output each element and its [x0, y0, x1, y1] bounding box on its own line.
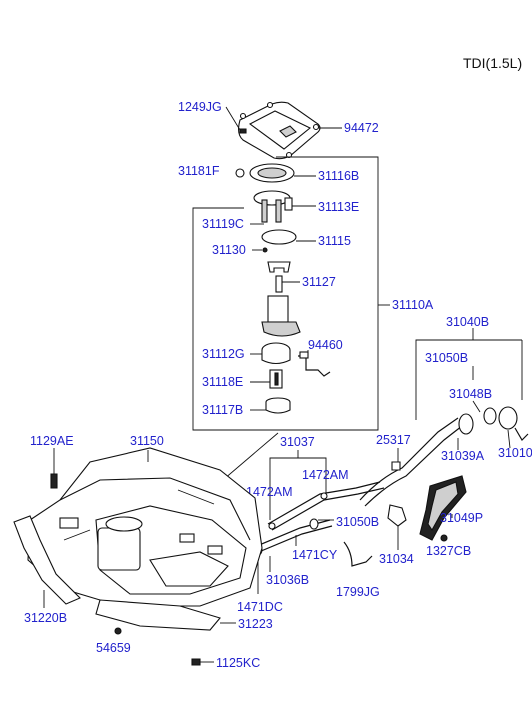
pump-flange-31113e [253, 190, 316, 223]
cover-bolt-3 [312, 123, 320, 131]
label-1472am-left: 1472AM [246, 485, 293, 499]
label-31040b: 31040B [446, 315, 489, 329]
bolt-1327cb [440, 534, 448, 542]
label-31119c: 31119C [202, 217, 244, 231]
label-1799jg: 1799JG [336, 585, 380, 599]
label-31039a: 31039A [441, 449, 485, 463]
label-25317: 25317 [376, 433, 411, 447]
label-1472am-right: 1472AM [302, 468, 349, 482]
bolt-1129ae [50, 473, 58, 489]
leader-31048b [472, 400, 481, 413]
reservoir-31112g [261, 342, 291, 365]
label-31010: 31010 [498, 446, 532, 460]
label-1249jg: 1249JG [178, 100, 222, 114]
engine-variant-label: TDI(1.5L) [463, 55, 522, 71]
wire-1799jg [343, 541, 373, 567]
label-31150: 31150 [130, 434, 164, 448]
cover-bolt-4 [285, 151, 293, 159]
label-31050b-mid: 31050B [336, 515, 379, 529]
label-94472: 94472 [344, 121, 379, 135]
module-bracket-box [192, 156, 379, 431]
label-31110a: 31110A [392, 298, 434, 312]
clip-31130 [262, 247, 268, 253]
oring-31115 [261, 229, 297, 245]
strainer-core [274, 372, 279, 386]
label-31117b: 31117B [202, 403, 243, 417]
clip-25317 [391, 461, 401, 471]
fuel-sender-94460 [298, 351, 331, 377]
label-31049p: 31049P [440, 511, 483, 525]
label-31220b: 31220B [24, 611, 67, 625]
filter-31127 [275, 275, 283, 293]
leader-31037-right [298, 457, 327, 498]
label-31112g: 31112G [202, 347, 245, 361]
label-31127: 31127 [302, 275, 336, 289]
cover-plate-assembly [237, 101, 321, 160]
label-1471dc: 1471DC [237, 600, 283, 614]
seal-31117b [265, 397, 291, 414]
screw-1249jg [239, 128, 247, 134]
label-31048b: 31048B [449, 387, 492, 401]
fitting-31181f [235, 168, 245, 178]
cover-center-boss [279, 125, 297, 138]
label-1129ae: 1129AE [30, 434, 74, 448]
label-1125kc: 1125KC [216, 656, 260, 670]
label-31050b-top: 31050B [425, 351, 468, 365]
leader-31040b [415, 328, 474, 420]
strap-31220b [13, 515, 81, 605]
cover-bolt-2 [266, 101, 274, 109]
label-1327cb: 1327CB [426, 544, 471, 558]
strap-31223 [95, 599, 221, 631]
fill-hose-31049p [419, 475, 467, 541]
label-31113e: 31113E [318, 200, 359, 214]
label-31116b: 31116B [318, 169, 359, 183]
label-31115: 31115 [318, 234, 351, 248]
cover-bolt-1 [239, 112, 247, 120]
bolt-1125kc [191, 658, 201, 666]
label-31036b: 31036B [266, 573, 309, 587]
label-31034: 31034 [379, 552, 414, 566]
fuel-pump-body [261, 295, 301, 337]
label-54659: 54659 [96, 641, 131, 655]
label-31223: 31223 [238, 617, 273, 631]
label-31118e: 31118E [202, 375, 243, 389]
module-cap-31116b [249, 163, 316, 183]
label-94460: 94460 [308, 338, 343, 352]
cover-plate-inner [248, 110, 312, 150]
leader-1249jg [225, 106, 241, 131]
leader-31037-left [269, 450, 299, 520]
bracket-31034 [387, 504, 407, 527]
label-31037: 31037 [280, 435, 315, 449]
label-1471cy: 1471CY [292, 548, 338, 562]
label-31181f: 31181F [178, 164, 220, 178]
label-31130: 31130 [212, 243, 246, 257]
nut-54659 [114, 627, 122, 635]
fuel-tank-31150 [27, 447, 263, 607]
leader-31010 [507, 429, 511, 449]
filler-neck-pipe [359, 406, 529, 507]
pump-bracket [267, 261, 291, 273]
